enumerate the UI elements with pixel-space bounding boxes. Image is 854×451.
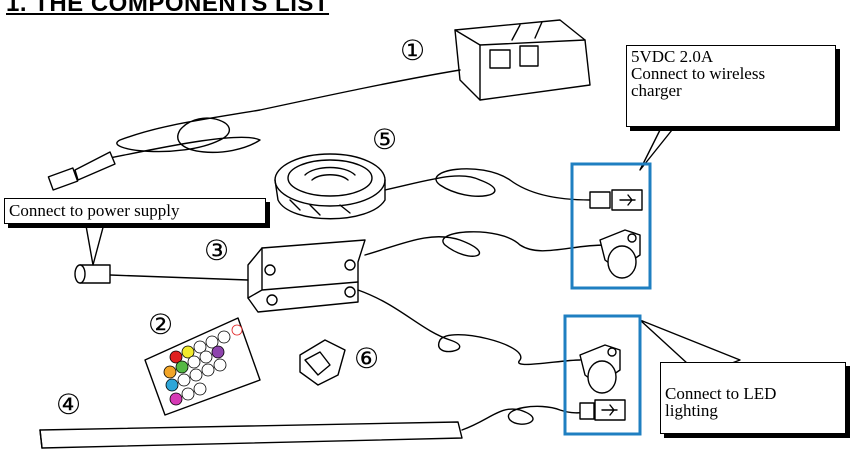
dc-plug	[47, 151, 116, 191]
remote-buttons	[163, 324, 243, 406]
highlight-top	[570, 162, 652, 290]
label-6: ⑥	[354, 344, 380, 375]
highlight-boxes	[563, 162, 652, 436]
power-adapter	[454, 19, 591, 101]
usb-a-plug-bottom	[579, 399, 626, 421]
label-4: ④	[56, 390, 82, 421]
adapter-cable	[109, 69, 461, 159]
callout-charger: 5VDC 2.0A Connect to wireless charger	[626, 45, 836, 127]
pointer-power	[84, 219, 106, 266]
usb-a-plug-top	[589, 189, 643, 211]
led-cable	[461, 405, 591, 431]
input-cable	[109, 274, 249, 281]
charger-cable	[384, 168, 591, 201]
mounting-clip	[299, 339, 346, 386]
dc-jack	[74, 264, 111, 284]
label-5: ⑤	[372, 125, 398, 156]
female-connector-bottom	[579, 344, 621, 394]
led-strip	[39, 421, 463, 449]
label-1: ①	[400, 36, 426, 67]
callout-led-lighting: Connect to LED lighting	[660, 362, 846, 434]
label-3: ③	[204, 236, 230, 267]
pointer-charger	[639, 129, 673, 171]
controller-box	[247, 239, 366, 313]
output-cable-top	[364, 231, 606, 257]
highlight-bottom	[563, 314, 642, 436]
female-connector-top	[599, 229, 641, 279]
output-cable-bottom	[357, 289, 581, 366]
section-title: 1. THE COMPONENTS LIST	[6, 0, 330, 17]
label-2: ②	[148, 310, 174, 341]
wireless-charger	[274, 153, 386, 220]
callout-power-supply: Connect to power supply	[4, 198, 266, 224]
